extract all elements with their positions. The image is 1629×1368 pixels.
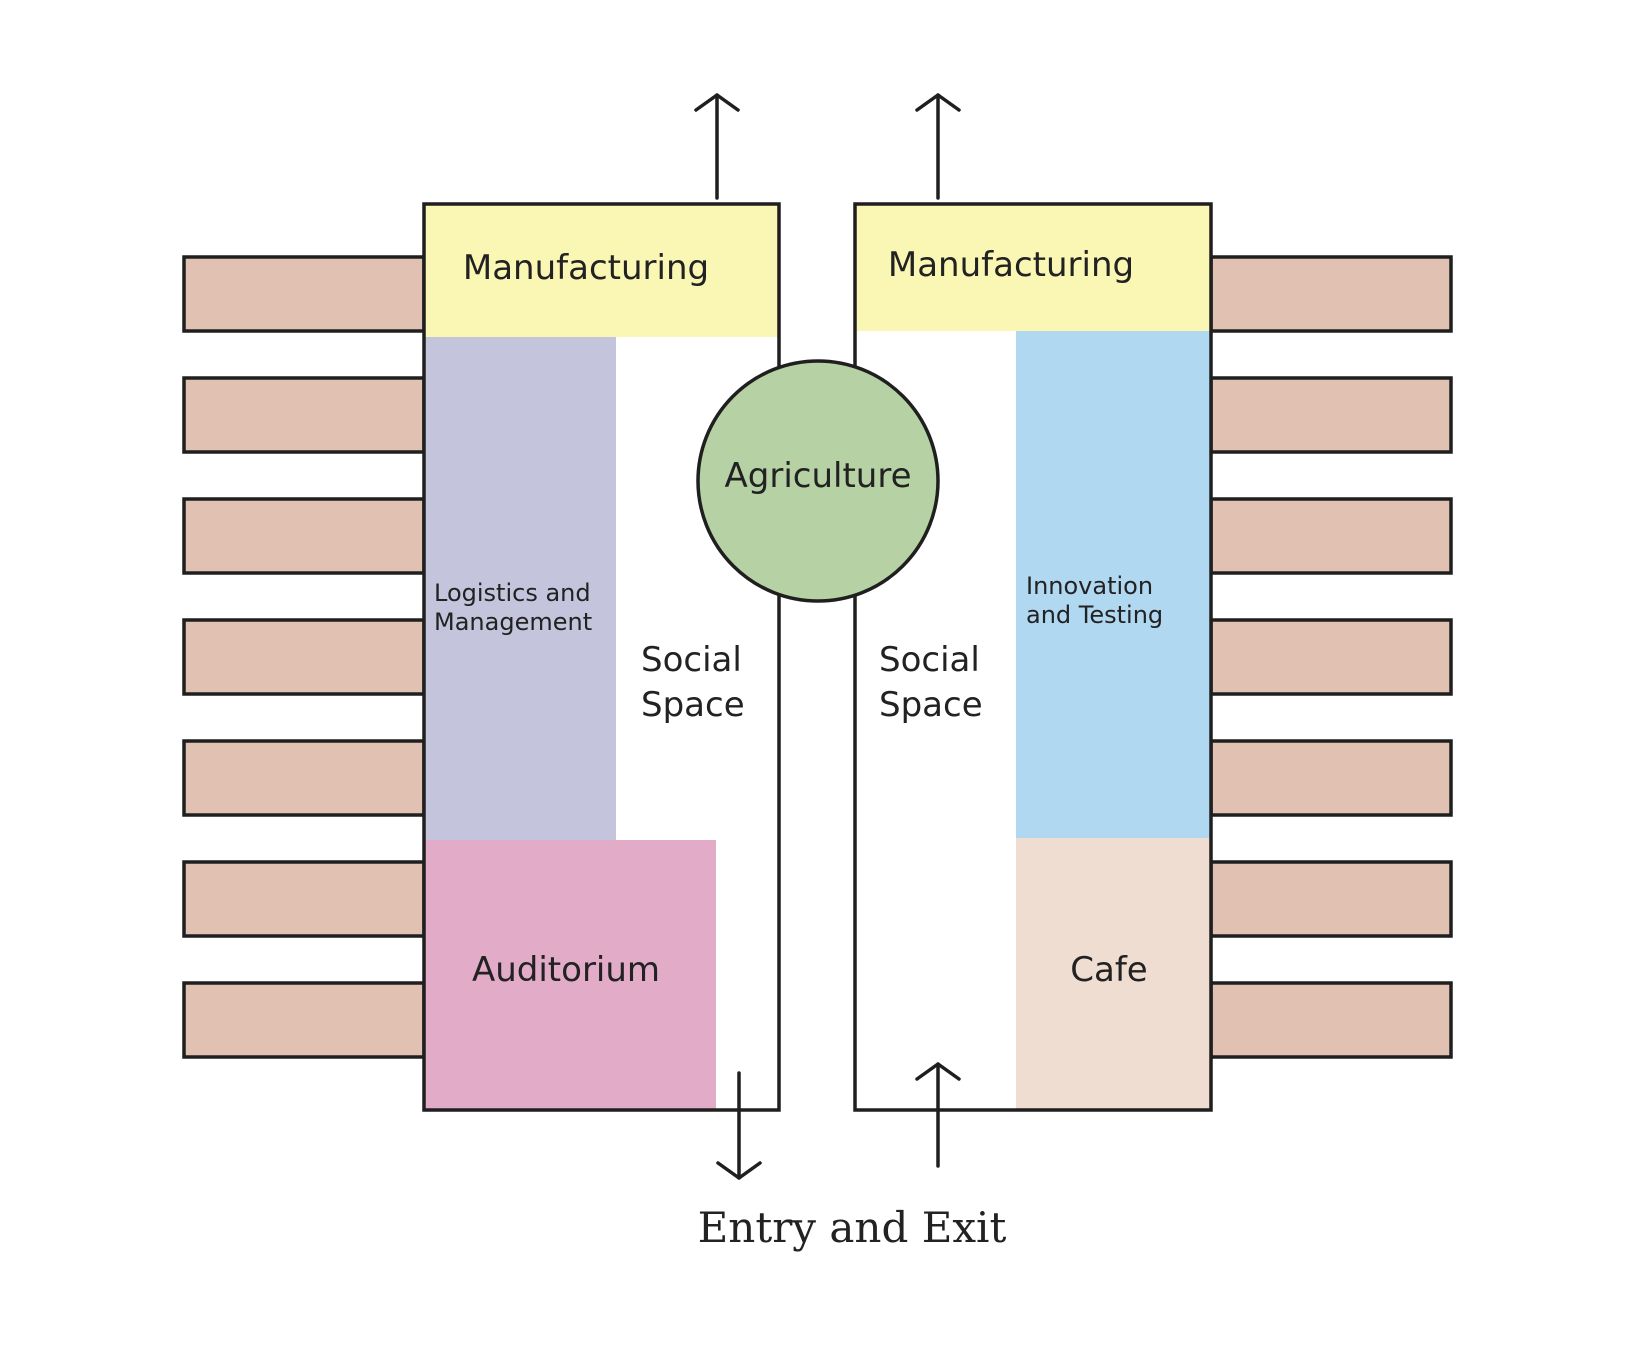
logistics-label-line-2: Management [434,608,592,636]
arrow-up-right-top [915,93,961,200]
right-slat [1209,497,1453,575]
left-social-space-label: Social Space [641,640,753,725]
agriculture-label: Agriculture [725,456,912,496]
auditorium-zone [424,840,716,1110]
right-block [853,202,1213,1112]
logistics-label: Logistics and Management [434,579,598,636]
right-block-outline [853,202,1213,1112]
cafe-zone [1016,838,1211,1110]
left-manufacturing-label: Manufacturing [463,248,709,288]
right-social-space-line-1: Social [879,640,980,680]
right-slat [1209,255,1453,333]
left-slat [182,739,426,817]
logistics-label-line-1: Logistics and [434,579,591,607]
innovation-zone [1016,331,1211,838]
arrow-down-exit [716,1071,762,1180]
agriculture-circle [696,359,940,603]
cafe-label: Cafe [1070,950,1147,990]
innovation-label-line-2: and Testing [1026,601,1163,629]
right-manufacturing-zone [855,204,1211,331]
arrow-up-entry [915,1062,961,1168]
logistics-zone [424,337,616,840]
left-social-space-line-2: Space [641,685,745,725]
innovation-label: Innovation and Testing [1026,572,1163,629]
right-social-space-label: Social Space [879,640,991,725]
right-slat [1209,618,1453,696]
arrow-up-left-top [694,93,740,200]
left-slat [182,376,426,454]
right-slat [1209,739,1453,817]
left-slats [182,255,426,1059]
innovation-label-line-1: Innovation [1026,572,1153,600]
left-slat [182,255,426,333]
right-slats [1209,255,1453,1059]
left-slat [182,860,426,938]
right-social-space-line-2: Space [879,685,983,725]
auditorium-label: Auditorium [472,950,660,990]
right-slat [1209,860,1453,938]
right-slat [1209,981,1453,1059]
left-slat [182,497,426,575]
left-social-space-line-1: Social [641,640,742,680]
right-slat [1209,376,1453,454]
left-slat [182,618,426,696]
right-manufacturing-label: Manufacturing [888,245,1134,285]
left-block-outline [422,202,781,1112]
left-block [422,202,781,1112]
entry-exit-label: Entry and Exit [698,1203,1007,1252]
left-manufacturing-zone [424,204,779,337]
left-slat [182,981,426,1059]
